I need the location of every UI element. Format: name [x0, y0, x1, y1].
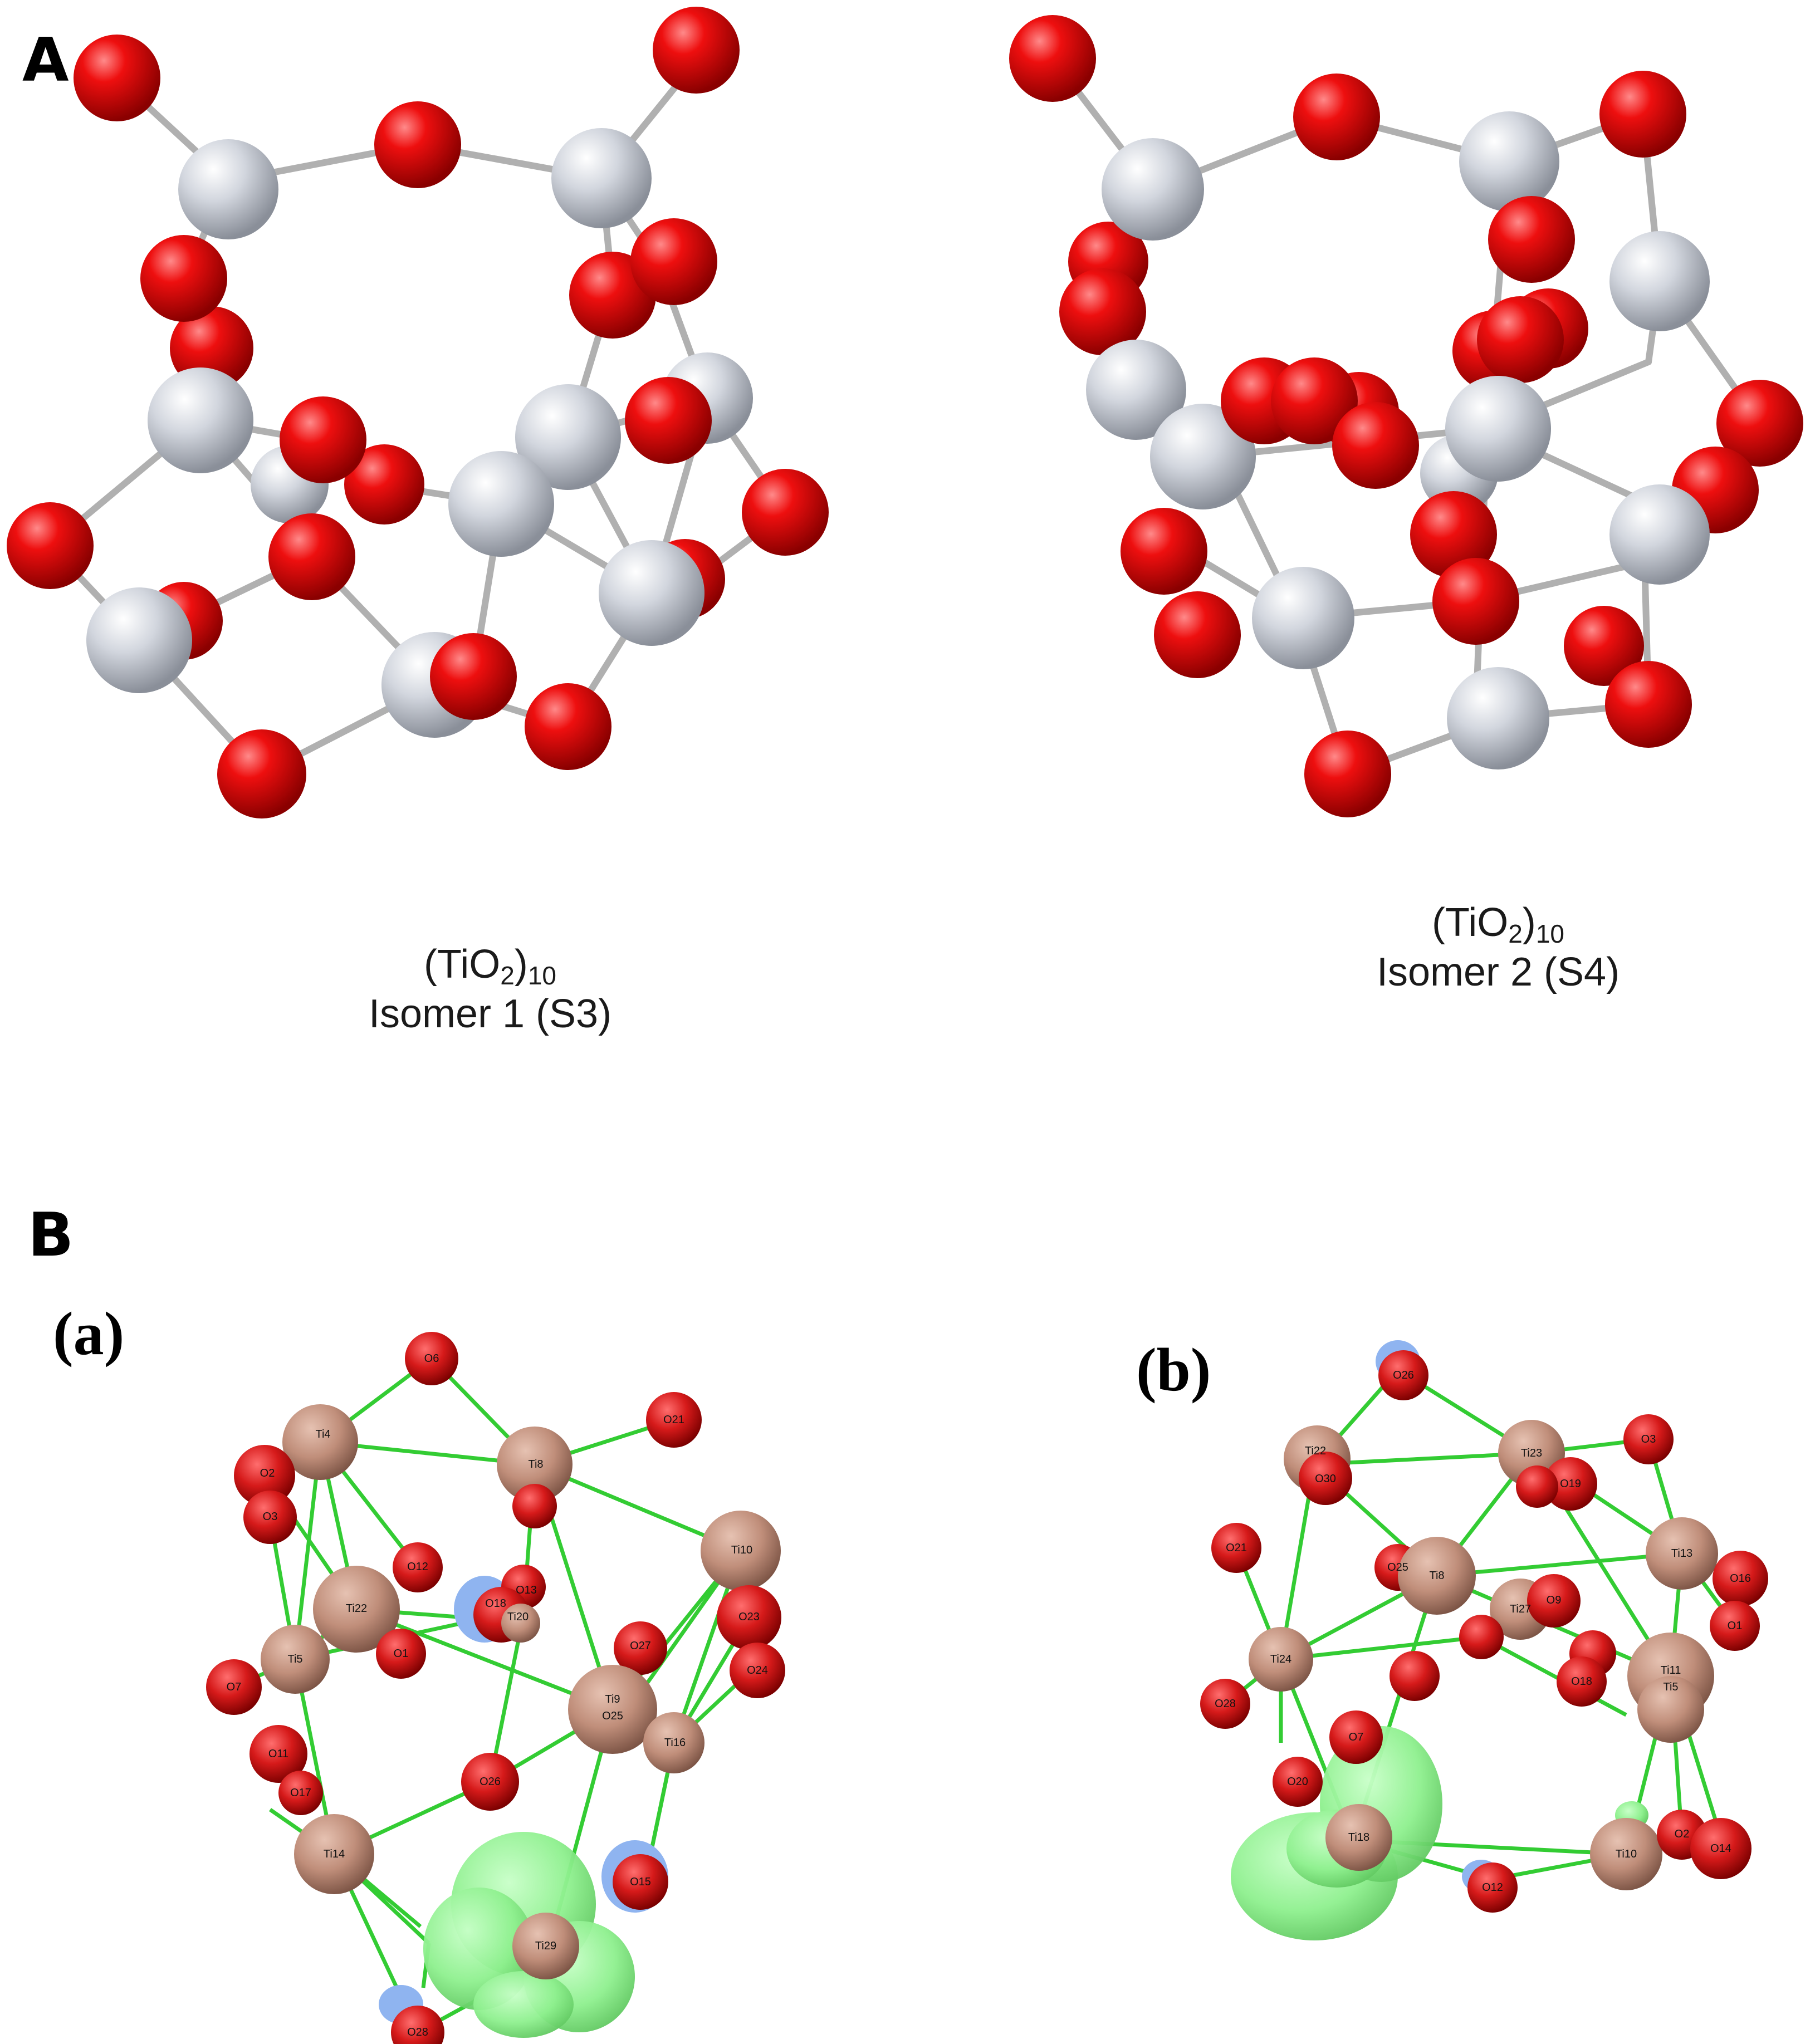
atom-label: O25 — [602, 1710, 623, 1722]
atom-label: Ti13 — [1671, 1547, 1692, 1560]
atom-label: O21 — [663, 1414, 684, 1426]
atom-label: O13 — [516, 1584, 537, 1596]
atom-label: O14 — [1710, 1842, 1731, 1855]
atom-label: Ti10 — [731, 1544, 752, 1556]
subpanel-a-structure: O6 Ti4 O2 O3 Ti8 O21 Ti10 O12 Ti22 O18 O… — [206, 1332, 785, 2044]
atom-label: O7 — [227, 1681, 242, 1693]
atom-label: O19 — [1560, 1478, 1581, 1490]
atom-label: Ti14 — [324, 1848, 345, 1860]
atom-label: O26 — [1393, 1369, 1414, 1381]
panel-b-label: B — [28, 1200, 74, 1270]
atom-label: O9 — [1547, 1594, 1562, 1606]
atom-label: O30 — [1315, 1473, 1336, 1485]
isomer2-structure — [1009, 15, 1803, 817]
atom-label: Ti8 — [528, 1458, 543, 1470]
atom-label: O26 — [480, 1776, 501, 1788]
atom-label: Ti8 — [1429, 1570, 1444, 1582]
atom-label: O20 — [1287, 1776, 1308, 1788]
atom-label: Ti11 — [1661, 1664, 1681, 1677]
atom-label: Ti9 — [605, 1693, 620, 1705]
atom-label: Ti18 — [1348, 1831, 1369, 1844]
atom-label: Ti27 — [1510, 1603, 1531, 1615]
atom-label: O12 — [407, 1561, 428, 1573]
atom-label: O18 — [485, 1597, 506, 1610]
atom-label: O6 — [424, 1352, 439, 1365]
atom-label: O7 — [1349, 1731, 1364, 1743]
atom-label: Ti29 — [535, 1940, 556, 1952]
atom-label: Ti20 — [507, 1611, 529, 1623]
subpanel-b-labels: O26 Ti23 O3 Ti22 O30 O19 O21 O25 Ti8 Ti1… — [1215, 1369, 1751, 1894]
subpanel-b-atoms — [1200, 1350, 1768, 1913]
atom-label: O3 — [263, 1511, 278, 1523]
atom-label: O24 — [747, 1664, 768, 1677]
isomer2-atoms — [1009, 15, 1803, 817]
isomer1-name: Isomer 1 (S3) — [368, 992, 612, 1037]
subpanel-b-structure: O26 Ti23 O3 Ti22 O30 O19 O21 O25 Ti8 Ti1… — [1200, 1340, 1768, 1940]
atom-label: Ti22 — [346, 1602, 367, 1615]
isomer1-structure — [7, 7, 829, 818]
atom-label: Ti23 — [1521, 1447, 1542, 1459]
isomer1-caption: (TiO2)10 Isomer 1 (S3) — [295, 941, 685, 1038]
atom-label: O2 — [1675, 1828, 1690, 1840]
atom-label: Ti5 — [287, 1653, 302, 1665]
isomer2-caption: (TiO2)10 Isomer 2 (S4) — [1303, 899, 1693, 996]
atom-label: Ti5 — [1663, 1681, 1678, 1693]
subpanel-b-label: (b) — [1136, 1336, 1211, 1404]
atom-label: O12 — [1482, 1881, 1503, 1894]
atom-label: Ti10 — [1616, 1848, 1637, 1860]
isomer1-atoms — [7, 7, 829, 818]
isomer1-formula: (TiO2)10 — [423, 942, 557, 990]
atom-label: O28 — [407, 2026, 428, 2038]
atom-label: O1 — [1728, 1620, 1743, 1632]
atom-label: O2 — [260, 1467, 275, 1479]
atom-label: O11 — [268, 1748, 288, 1760]
atom-label: O3 — [1641, 1433, 1656, 1445]
subpanel-a-atoms — [206, 1332, 785, 2044]
atom-label: O18 — [1571, 1675, 1592, 1688]
isomer2-formula: (TiO2)10 — [1431, 900, 1565, 948]
isomer2-name: Isomer 2 (S4) — [1376, 950, 1620, 995]
subpanel-a-label: (a) — [53, 1300, 125, 1367]
atom-label: O17 — [290, 1787, 311, 1799]
subpanel-a-labels: O6 Ti4 O2 O3 Ti8 O21 Ti10 O12 Ti22 O18 O… — [227, 1352, 768, 2038]
atom-label: O21 — [1226, 1542, 1247, 1554]
atom-label: O23 — [738, 1611, 760, 1623]
panel-a-label: A — [22, 26, 69, 95]
atom-label: O25 — [1387, 1561, 1408, 1574]
atom-label: O27 — [630, 1640, 651, 1652]
atom-label: Ti4 — [315, 1428, 330, 1440]
atom-label: Ti16 — [664, 1737, 686, 1749]
atom-label: O15 — [630, 1876, 651, 1888]
atom-label: O16 — [1730, 1572, 1751, 1585]
atom-label: Ti24 — [1270, 1653, 1291, 1665]
atom-label: O28 — [1215, 1698, 1236, 1710]
atom-label: Ti22 — [1305, 1445, 1326, 1457]
atom-label: O1 — [394, 1648, 409, 1660]
